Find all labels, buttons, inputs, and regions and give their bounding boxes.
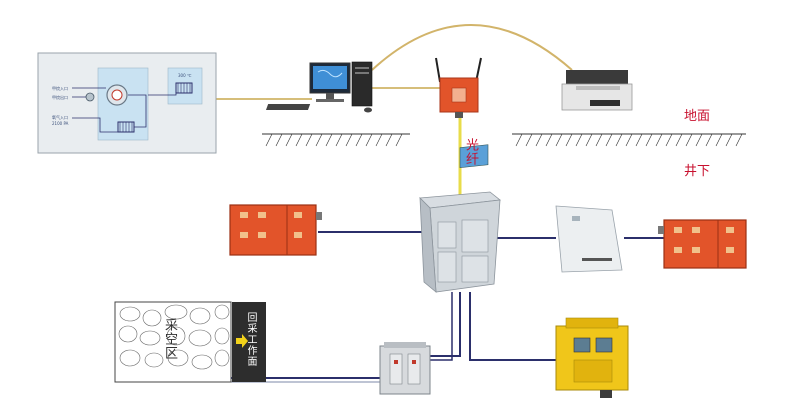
explosion-proof-box-left (229, 204, 322, 256)
power-supply-box-icon (555, 317, 629, 398)
panel-temp: 300 ℃ (178, 73, 192, 78)
panel-inlet-2: 甲烷出口 (52, 95, 68, 100)
gas-sampler-icon (379, 342, 431, 395)
label-retreat-face: 回采工作面 (245, 312, 256, 367)
ground-line-left (262, 133, 410, 147)
cable-to-yellow-box (469, 292, 556, 361)
explosion-proof-box-right (658, 219, 747, 269)
printer-icon (561, 70, 633, 111)
cable-to-sampler-2 (430, 292, 453, 361)
valve-icon (85, 92, 95, 102)
label-fiber: 光纤 (463, 138, 478, 166)
control-cabinet-icon (419, 144, 502, 293)
arrow-right-icon (236, 334, 248, 348)
distribution-panel-icon (555, 205, 623, 273)
cable-to-sampler (430, 292, 461, 357)
label-underground: 井下 (684, 164, 711, 179)
ground-line-right (512, 133, 746, 147)
analyzer-panel (37, 52, 217, 154)
panel-pressure: 2100 PA (52, 121, 69, 126)
wireless-switch-icon (435, 57, 482, 118)
label-ground: 地面 (684, 109, 711, 124)
computer-icon (265, 61, 373, 113)
panel-inlet-3: 氧气入口 (52, 115, 68, 120)
goaf-area (114, 301, 232, 383)
wireless-arc (371, 24, 573, 71)
panel-inlet-1: 甲烷入口 (52, 86, 68, 91)
label-goaf: 采空区 (162, 318, 177, 360)
retreat-face-panel (232, 302, 266, 382)
